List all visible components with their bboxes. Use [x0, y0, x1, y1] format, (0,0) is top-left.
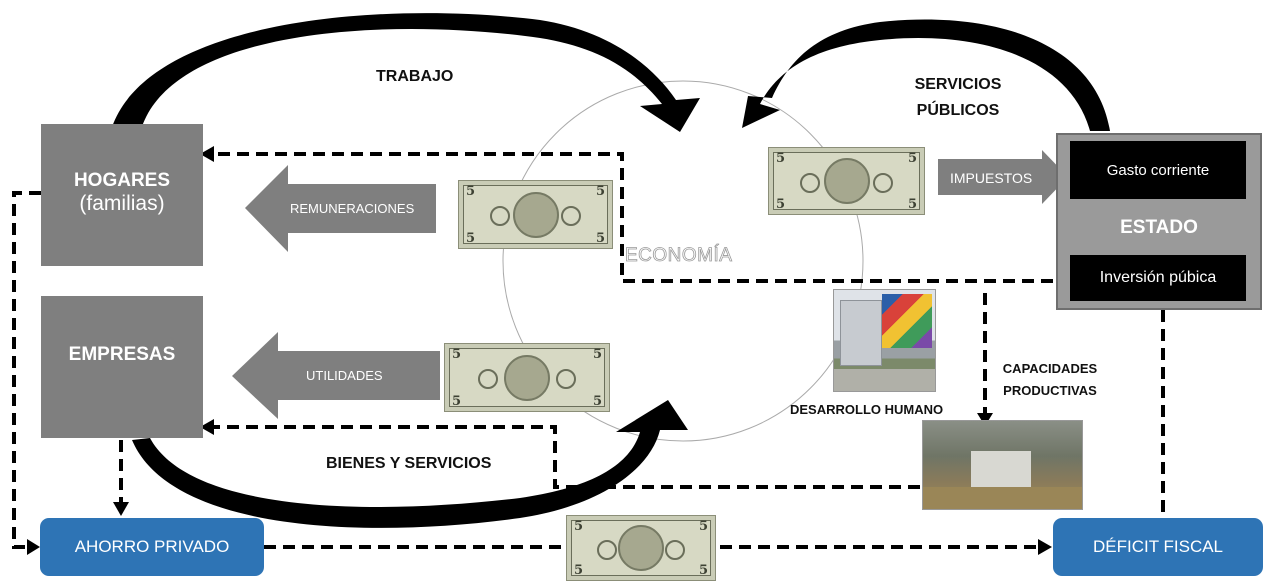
lincoln-portrait-icon [618, 525, 664, 571]
arrowhead-ahorro-left [27, 539, 40, 555]
lincoln-portrait-icon [823, 158, 870, 204]
bienes-arrow [132, 400, 688, 528]
servicios-line2: PÚBLICOS [916, 101, 1000, 119]
servicios-publicos-label: SERVICIOS PÚBLICOS [893, 72, 1023, 123]
remuneraciones-arrow [245, 165, 436, 252]
impuestos-label: IMPUESTOS [950, 170, 1033, 186]
economia-label: ECONOMÍA [625, 245, 733, 267]
arrowhead-ahorro-top [113, 502, 129, 516]
desarrollo-humano-label: DESARROLLO HUMANO [790, 402, 944, 417]
bienes-servicios-label: BIENES Y SERVICIOS [326, 455, 492, 472]
arrowhead-hogares [200, 146, 214, 162]
utilidades-label: UTILIDADES [306, 368, 383, 383]
servicios-line1: SERVICIOS [914, 76, 1002, 93]
ahorro-privado-box: AHORRO PRIVADO [40, 518, 264, 576]
arrowhead-dam [977, 413, 993, 426]
arrowhead-empresas [200, 419, 214, 435]
trabajo-label: TRABAJO [376, 68, 454, 85]
hydroelectric-dam-photo [922, 420, 1083, 510]
capacidades-productivas-label: CAPACIDADES PRODUCTIVAS [985, 358, 1115, 402]
arrowhead-deficit [1038, 539, 1052, 555]
empresas-box: EMPRESAS [41, 296, 203, 438]
gasto-corriente-box: Gasto corriente [1070, 141, 1246, 199]
deficit-fiscal-box: DÉFICIT FISCAL [1053, 518, 1263, 576]
capacidades-line2: PRODUCTIVAS [1003, 383, 1097, 399]
inversion-publica-box: Inversión púbica [1070, 255, 1246, 301]
estado-box: Gasto corriente ESTADO Inversión púbica [1056, 133, 1262, 310]
empresas-title: EMPRESAS [68, 344, 176, 365]
remuneraciones-label: REMUNERACIONES [290, 201, 415, 216]
capacidades-line1: CAPACIDADES [1002, 361, 1098, 376]
hogares-subtitle: (familias) [79, 192, 165, 215]
impuestos-arrow [938, 150, 1068, 204]
economy-circle [502, 80, 864, 442]
servicios-arrow [742, 19, 1110, 131]
hogares-box: HOGARES (familias) [41, 124, 203, 266]
utilidades-arrow [232, 332, 440, 419]
lincoln-portrait-icon [512, 191, 559, 238]
hogares-title: HOGARES [73, 170, 171, 191]
lincoln-portrait-icon [504, 354, 550, 401]
desarrollo-humano-photo [833, 289, 936, 392]
trabajo-arrow [112, 13, 700, 132]
estado-title: ESTADO [1120, 217, 1198, 238]
